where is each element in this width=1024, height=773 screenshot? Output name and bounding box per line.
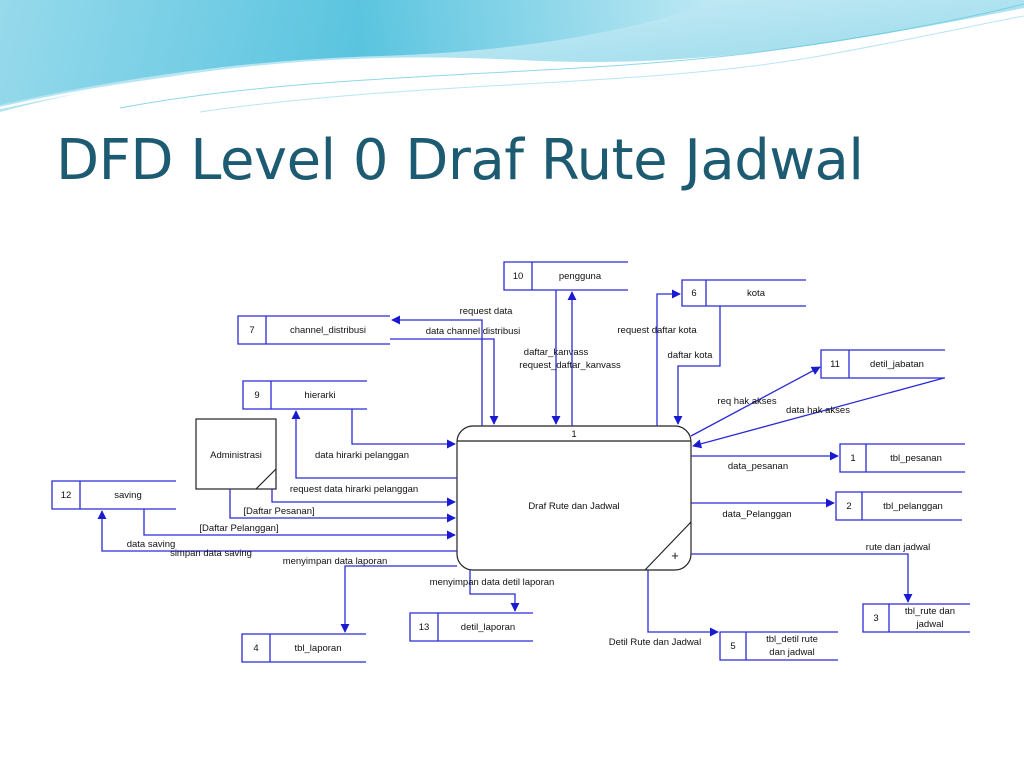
flow-detil-rute-dan-jadwal: Detil Rute dan Jadwal <box>609 570 719 648</box>
store-name: pengguna <box>559 271 602 282</box>
flow-rute-dan-jadwal: rute dan jadwal <box>691 542 930 603</box>
store-name: channel_distribusi <box>290 325 366 336</box>
store-id: 3 <box>873 613 878 624</box>
data-store-tbl-pesanan: 1 tbl_pesanan <box>839 443 965 473</box>
process-label: Draf Rute dan Jadwal <box>528 501 619 512</box>
flow-label: data hirarki pelanggan <box>315 450 409 461</box>
store-id: 11 <box>830 359 840 370</box>
flow-label: rute dan jadwal <box>866 542 930 553</box>
flow-label: menyimpan data detil laporan <box>430 577 555 588</box>
flow-data-hak-akses: data hak akses <box>692 377 945 449</box>
process-draf-rute-jadwal: 1 Draf Rute dan Jadwal + <box>456 425 692 571</box>
flow-label: [Daftar Pelanggan] <box>199 523 278 534</box>
data-store-tbl-detil-rute-dan-jadwal: 5 tbl_detil rute dan jadwal <box>719 631 838 661</box>
store-name: detil_jabatan <box>870 359 924 370</box>
flow-req-hak-akses: req hak akses <box>690 366 821 437</box>
flow-label: menyimpan data laporan <box>283 556 388 567</box>
flow-menyimpan-data-laporan: menyimpan data laporan <box>283 556 457 633</box>
store-name-line2: dan jadwal <box>769 647 814 658</box>
flow-request-daftar-kanvass: request_daftar_kanvass <box>519 291 621 426</box>
store-id: 4 <box>253 643 258 654</box>
store-name: kota <box>747 288 766 299</box>
store-name: tbl_laporan <box>294 643 341 654</box>
flow-label: request_daftar_kanvass <box>519 360 621 371</box>
data-store-channel-distribusi: 7 channel_distribusi <box>237 315 390 345</box>
store-id: 7 <box>249 325 254 336</box>
flow-daftar-pesanan: [Daftar Pesanan] <box>229 489 456 523</box>
store-id: 5 <box>730 641 735 652</box>
store-name: tbl_pesanan <box>890 453 942 464</box>
data-store-pengguna: 10 pengguna <box>503 261 628 291</box>
data-store-tbl-pelanggan: 2 tbl_pelanggan <box>835 491 962 521</box>
process-number: 1 <box>571 429 576 440</box>
flow-label: daftar kota <box>668 350 714 361</box>
store-id: 2 <box>846 501 851 512</box>
store-id: 6 <box>691 288 696 299</box>
store-id: 10 <box>513 271 524 282</box>
store-id: 9 <box>254 390 259 401</box>
entity-label: Administrasi <box>210 450 262 461</box>
store-id: 1 <box>850 453 855 464</box>
data-store-tbl-laporan: 4 tbl_laporan <box>241 633 366 663</box>
store-name: hierarki <box>304 390 335 401</box>
flow-daftar-pelanggan: [Daftar Pelanggan] <box>143 509 456 540</box>
data-store-detil-laporan: 13 detil_laporan <box>409 612 533 642</box>
flow-administrasi-to-process <box>271 489 456 507</box>
store-name: tbl_pelanggan <box>883 501 943 512</box>
store-name: saving <box>114 490 141 501</box>
flow-request-data: request data <box>391 306 514 426</box>
flow-label-secondary: simpan data saving <box>170 548 252 559</box>
flow-label: data_Pelanggan <box>722 509 791 520</box>
data-store-saving: 12 saving <box>51 480 176 510</box>
store-name-line1: tbl_rute dan <box>905 606 955 617</box>
flow-label: req hak akses <box>717 396 776 407</box>
data-store-tbl-rute-dan-jadwal: 3 tbl_rute dan jadwal <box>862 603 970 633</box>
store-name-line2: jadwal <box>916 619 944 630</box>
store-name-line1: tbl_detil rute <box>766 634 818 645</box>
external-entity-administrasi: Administrasi <box>195 418 277 490</box>
header-waves <box>0 0 1024 113</box>
flow-label: request data hirarki pelanggan <box>290 484 418 495</box>
data-store-detil-jabatan: 11 detil_jabatan <box>820 349 945 379</box>
flow-label: Detil Rute dan Jadwal <box>609 637 701 648</box>
flow-label: data channel distribusi <box>426 326 521 337</box>
store-id: 12 <box>61 490 72 501</box>
flow-label: data hak akses <box>786 405 850 416</box>
flow-data-hirarki-pelanggan: data hirarki pelanggan <box>315 409 456 461</box>
data-store-kota: 6 kota <box>681 279 806 307</box>
process-plus-icon: + <box>671 548 679 563</box>
flow-daftar-kanvass: daftar_kanvass <box>524 290 589 425</box>
flow-data-channel-distribusi: data channel distribusi <box>390 326 521 425</box>
flow-request-data-hirarki-pelanggan: request data hirarki pelanggan <box>290 410 457 495</box>
flow-data-saving: data saving simpan data saving <box>97 510 457 559</box>
flow-label: daftar_kanvass <box>524 347 589 358</box>
flow-label: data saving <box>127 539 176 550</box>
flow-daftar-kota: daftar kota <box>668 306 721 425</box>
flow-label: request daftar kota <box>617 325 697 336</box>
flow-label: request data <box>460 306 514 317</box>
flow-request-daftar-kota: request daftar kota <box>617 289 697 426</box>
data-store-hierarki: 9 hierarki <box>242 380 367 410</box>
slide-title: DFD Level 0 Draf Rute Jadwal <box>56 128 864 193</box>
flow-data-pelanggan: data_Pelanggan <box>691 498 835 520</box>
store-id: 13 <box>419 622 430 633</box>
store-name: detil_laporan <box>461 622 515 633</box>
flow-menyimpan-data-detil-laporan: menyimpan data detil laporan <box>430 570 555 612</box>
flow-label: data_pesanan <box>728 461 788 472</box>
flow-data-pesanan: data_pesanan <box>691 451 839 472</box>
flow-label: [Daftar Pesanan] <box>243 506 314 517</box>
